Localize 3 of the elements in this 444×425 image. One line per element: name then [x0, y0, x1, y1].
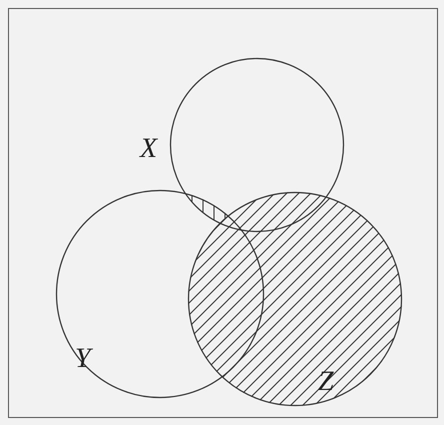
venn-circle [56, 190, 264, 398]
venn-circle [188, 192, 402, 406]
set-label: X [140, 135, 158, 163]
